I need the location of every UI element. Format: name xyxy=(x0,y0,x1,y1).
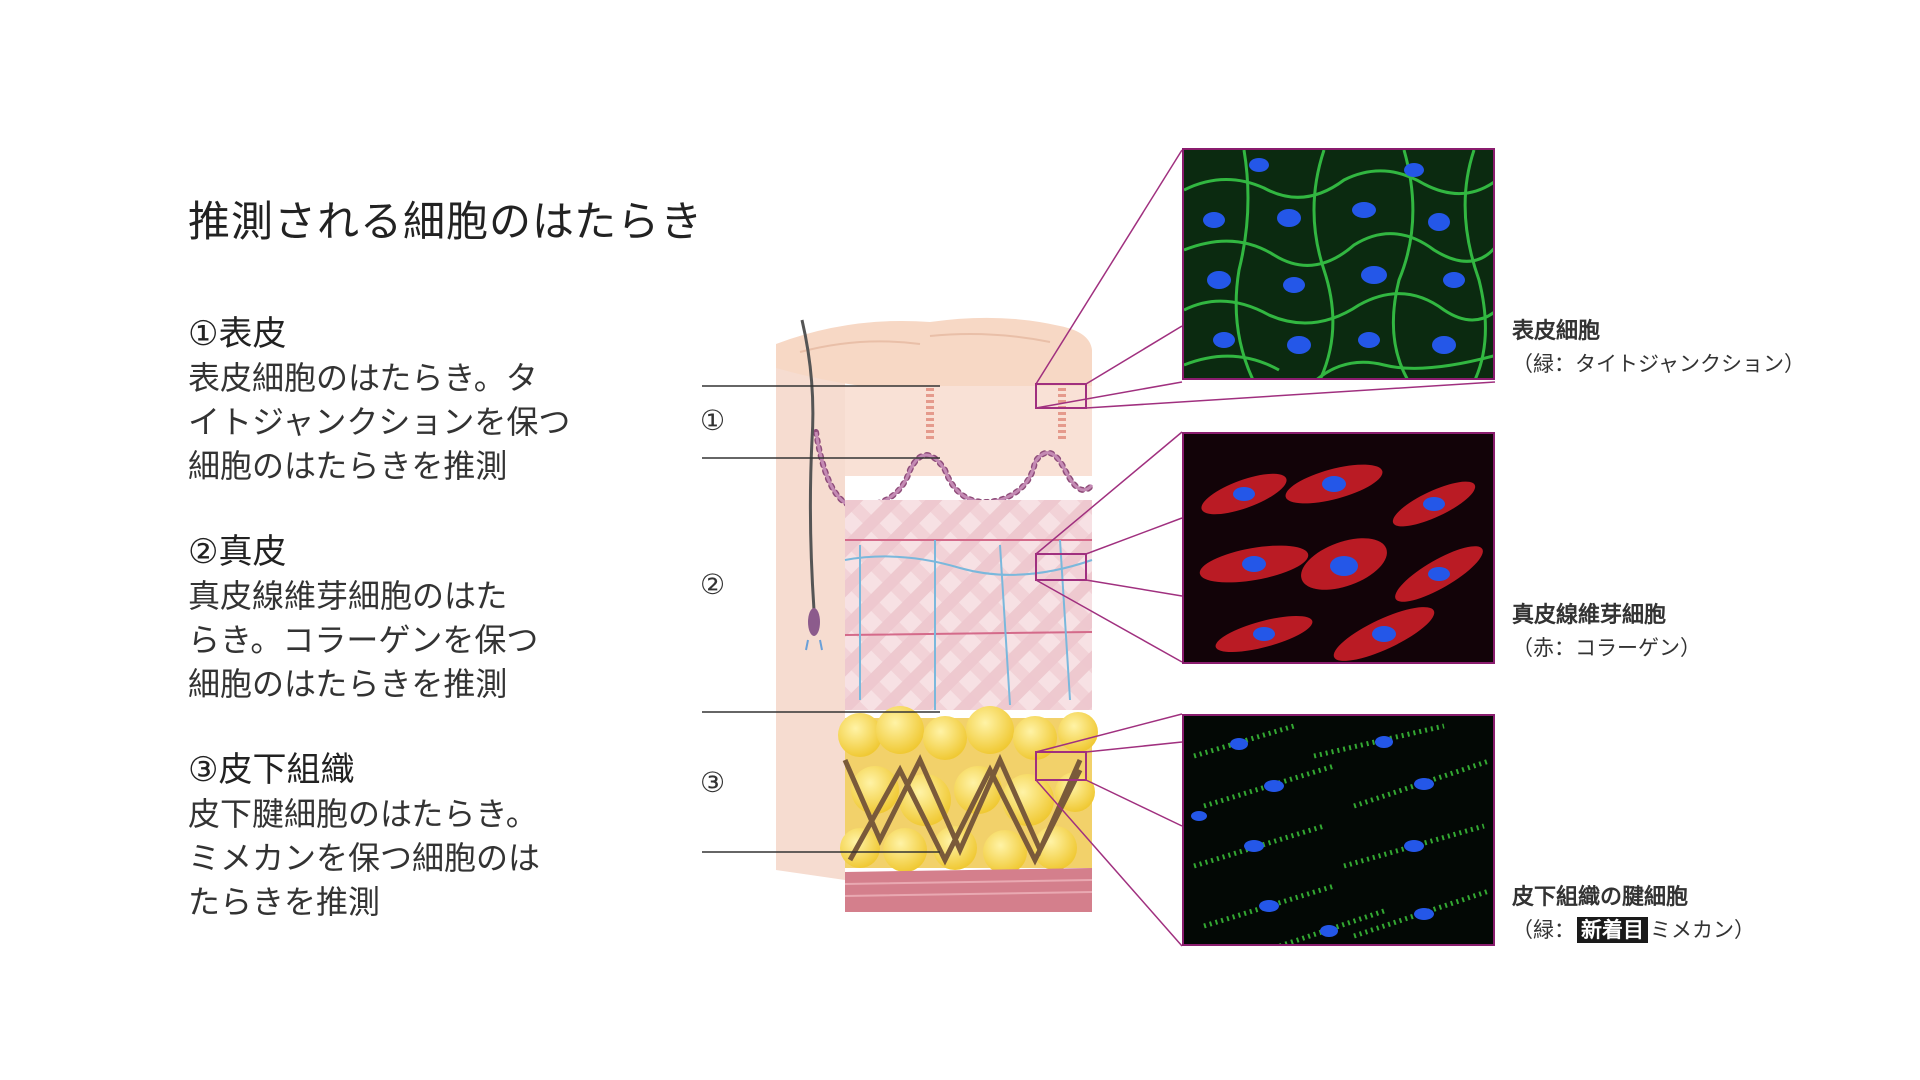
muscle-layer xyxy=(845,868,1092,912)
section-text-line: 皮下腱細胞のはたらき。 xyxy=(188,795,538,833)
zoom-box-epidermis xyxy=(1035,383,1087,409)
callout-lines xyxy=(1035,149,1496,947)
caption-title: 真皮線維芽細胞 xyxy=(1512,603,1667,628)
zoom-box-dermis xyxy=(1035,553,1087,581)
section-text-line: らき。コラーゲンを保つ xyxy=(188,621,539,659)
caption-subtitle: （赤：コラーゲン） xyxy=(1512,636,1701,660)
section-dermis: ②真皮 真皮線維芽細胞のはた らき。コラーゲンを保つ 細胞のはたらきを推測 xyxy=(188,530,588,706)
micrograph-tendon-cells xyxy=(1182,714,1495,946)
caption-subtitle-suffix: ミメカン） xyxy=(1650,918,1755,942)
caption-subtitle: （緑：タイトジャンクション） xyxy=(1512,352,1805,376)
caption-subtitle: （緑：新着目ミメカン） xyxy=(1512,914,1755,946)
dermis-layer xyxy=(845,500,1092,710)
section-text-line: 細胞のはたらきを推測 xyxy=(188,665,508,703)
section-text-line: 表皮細胞のはたらき。タ xyxy=(188,359,538,397)
caption-title: 表皮細胞 xyxy=(1512,319,1601,344)
epidermis-layer xyxy=(845,386,1092,476)
section-heading: ③皮下組織 xyxy=(188,750,355,790)
section-subcutis: ③皮下組織 皮下腱細胞のはたらき。 ミメカンを保つ細胞のは たらきを推測 xyxy=(188,748,588,924)
page-title: 推測される細胞のはたらき xyxy=(188,197,704,246)
zoom-box-subcutis xyxy=(1035,751,1087,781)
caption-subtitle-prefix: （緑： xyxy=(1512,918,1575,942)
subcutaneous-fat xyxy=(838,706,1098,874)
section-text-line: 真皮線維芽細胞のはた xyxy=(188,577,508,615)
section-heading: ②真皮 xyxy=(188,532,287,572)
layer-marker-1: ① xyxy=(700,404,726,437)
section-text-line: ミメカンを保つ細胞のは xyxy=(188,839,541,877)
layer-marker-3: ③ xyxy=(700,766,726,799)
layer-marker-2: ② xyxy=(700,568,726,601)
section-epidermis: ①表皮 表皮細胞のはたらき。タ イトジャンクションを保つ 細胞のはたらきを推測 xyxy=(188,312,588,488)
micrograph-dermal-fibroblasts xyxy=(1182,432,1495,664)
micrograph-epidermal-cells xyxy=(1182,148,1495,380)
caption-tendon: 皮下組織の腱細胞 （緑：新着目ミメカン） xyxy=(1512,882,1755,946)
new-focus-badge: 新着目 xyxy=(1577,917,1648,943)
section-text-line: イトジャンクションを保つ xyxy=(188,403,571,441)
hair-follicle xyxy=(800,319,816,611)
section-heading: ①表皮 xyxy=(188,314,287,354)
caption-fibroblast: 真皮線維芽細胞 （赤：コラーゲン） xyxy=(1512,600,1701,664)
caption-epidermal: 表皮細胞 （緑：タイトジャンクション） xyxy=(1512,316,1805,380)
section-text-line: 細胞のはたらきを推測 xyxy=(188,447,508,485)
tendon-web xyxy=(842,753,1083,866)
caption-title: 皮下組織の腱細胞 xyxy=(1512,885,1689,910)
section-text-line: たらきを推測 xyxy=(188,883,381,921)
